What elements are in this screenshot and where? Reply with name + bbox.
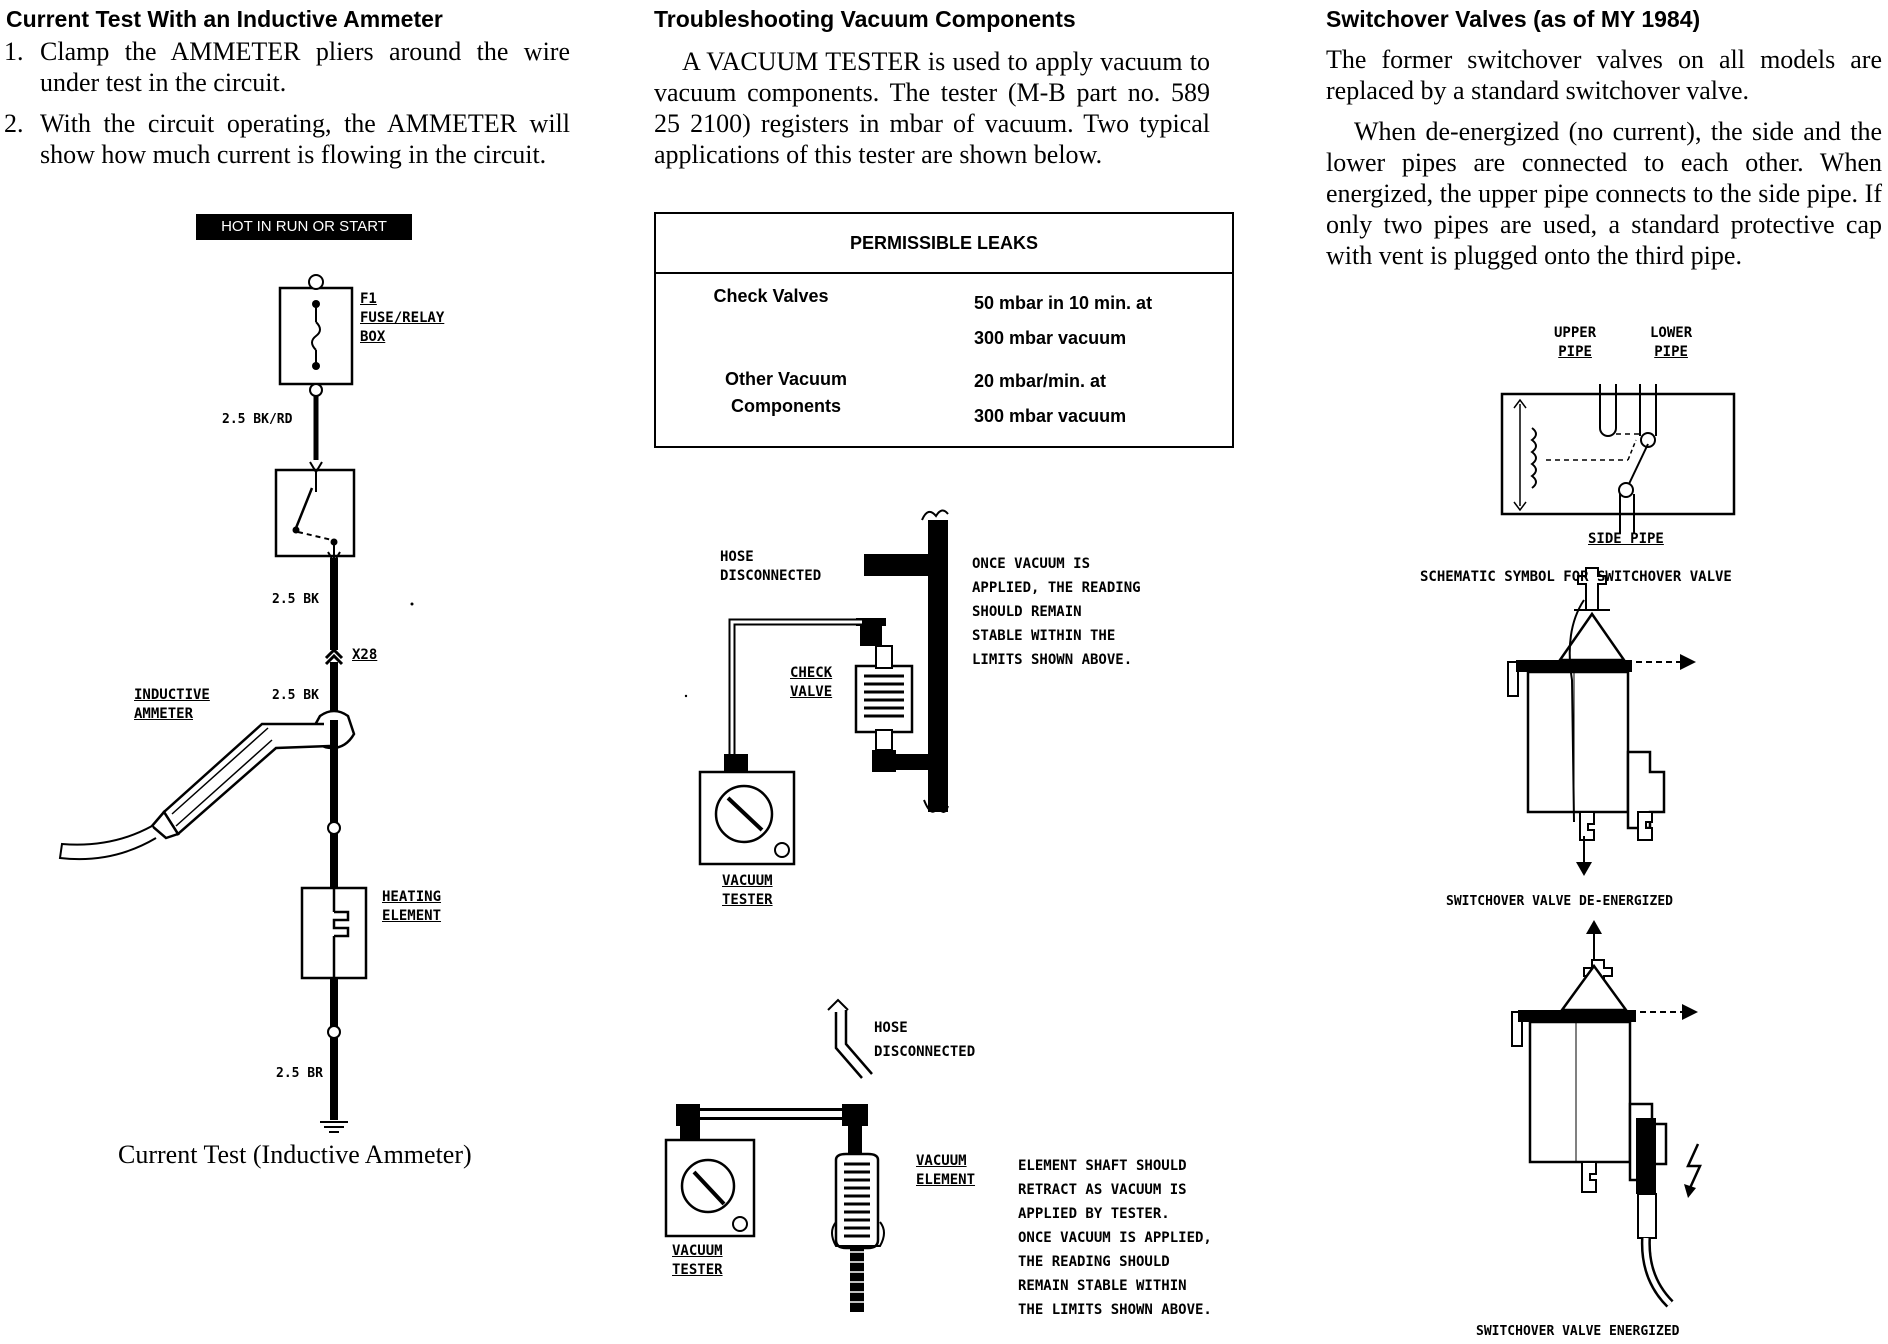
step2-number: 2. (4, 109, 24, 138)
wire-label-bk-rd: 2.5 BK/RD (222, 412, 293, 427)
wire-label-bk-2: 2.5 BK (272, 688, 319, 703)
wire-label-bk-1: 2.5 BK (272, 592, 319, 607)
connector-x28-label: X28 (352, 647, 378, 663)
permissible-leaks-table: PERMISSIBLE LEAKS Check Valves 50 mbar i… (654, 212, 1234, 448)
table-title: PERMISSIBLE LEAKS (656, 214, 1232, 274)
step2-text: With the circuit operating, the AMMETER … (40, 109, 570, 169)
middle-heading: Troubleshooting Vacuum Components (654, 6, 1076, 32)
left-heading: Current Test With an Inductive Ammeter (6, 6, 443, 32)
ammeter-circuit-diagram (58, 274, 414, 1133)
left-figure-caption: Current Test (Inductive Ammeter) (118, 1140, 472, 1169)
right-heading: Switchover Valves (as of MY 1984) (1326, 6, 1701, 32)
right-paragraph-1: The former switchover valves on all mode… (1326, 45, 1882, 105)
middle-paragraph: A VACUUM TESTER is used to apply vacuum … (654, 47, 1210, 169)
table-row-component: Other Vacuum Components (724, 369, 848, 416)
energized-caption: SWITCHOVER VALVE ENERGIZED (1476, 1324, 1680, 1339)
table-row-component: Check Valves (713, 286, 829, 306)
step1-text: Clamp the AMMETER pliers around the wire… (40, 37, 570, 97)
hot-in-run-badge: HOT IN RUN OR START (196, 214, 412, 240)
wire-label-br: 2.5 BR (276, 1066, 323, 1081)
step1-number: 1. (4, 37, 24, 66)
right-paragraph-2: When de-energized (no current), the side… (1326, 117, 1882, 270)
schematic-caption: SCHEMATIC SYMBOL FOR SWITCHOVER VALVE (1420, 569, 1732, 585)
side-pipe-label: SIDE PIPE (1588, 531, 1664, 547)
deenergized-caption: SWITCHOVER VALVE DE-ENERGIZED (1446, 894, 1673, 909)
